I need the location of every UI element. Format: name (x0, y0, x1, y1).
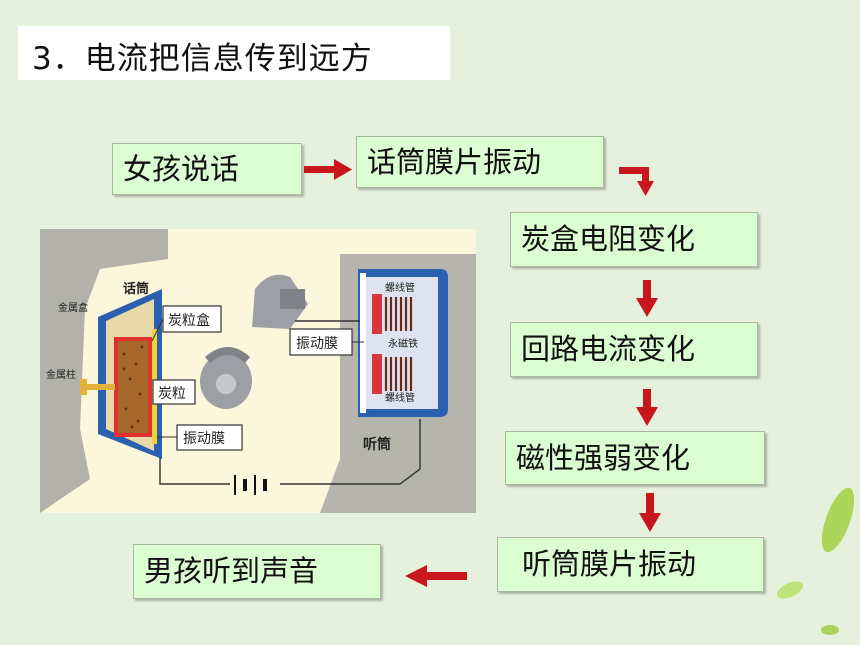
telephone-icon-bottom (200, 347, 252, 409)
step-boy-hears: 男孩听到声音 (133, 544, 381, 599)
receiver-membrane-label: 振动膜 (296, 336, 338, 352)
mic-membrane-label: 振动膜 (183, 431, 225, 447)
carbon-grains-label: 炭粒 (158, 386, 186, 402)
coil-bottom-label: 螺线管 (385, 391, 415, 404)
circuit-wires (159, 320, 421, 485)
receiver-illustration (358, 269, 448, 417)
step-mic-vibrate: 话筒膜片振动 (356, 136, 604, 188)
step-current-change: 回路电流变化 (510, 322, 758, 377)
arrow-left (405, 565, 467, 587)
step-magnet-change: 磁性强弱变化 (505, 431, 765, 485)
arrow-down-2 (636, 389, 658, 426)
title-box: 3．电流把信息传到远方 (18, 26, 450, 80)
arrow-down-3 (639, 493, 661, 532)
coil-top-label: 螺线管 (385, 281, 415, 294)
metal-post-label: 金属柱 (46, 368, 76, 381)
step-receiver-vibrate: 听筒膜片振动 (497, 537, 764, 592)
step-girl-speaks: 女孩说话 (112, 143, 302, 195)
carbon-box-label: 炭粒盒 (168, 312, 210, 329)
leaf-decoration (776, 487, 855, 635)
slide-title: 3．电流把信息传到远方 (32, 41, 373, 77)
battery-icon (234, 475, 267, 495)
arrow-turn-down (619, 167, 654, 196)
arrow-right (304, 159, 352, 180)
receiver-label: 听筒 (363, 436, 391, 453)
magnet-label: 永磁铁 (388, 337, 418, 350)
telephone-diagram: 话筒 金属盒 炭粒盒 金属柱 炭粒 振动膜 振动膜 螺线管 永磁铁 螺线管 听筒 (40, 229, 476, 513)
arrow-down-1 (636, 280, 658, 317)
microphone-illustration (80, 289, 162, 459)
telephone-icon-top (252, 274, 308, 329)
step-carbon-change: 炭盒电阻变化 (510, 212, 758, 267)
metal-box-label: 金属盒 (58, 301, 88, 314)
mic-label: 话筒 (123, 281, 149, 297)
